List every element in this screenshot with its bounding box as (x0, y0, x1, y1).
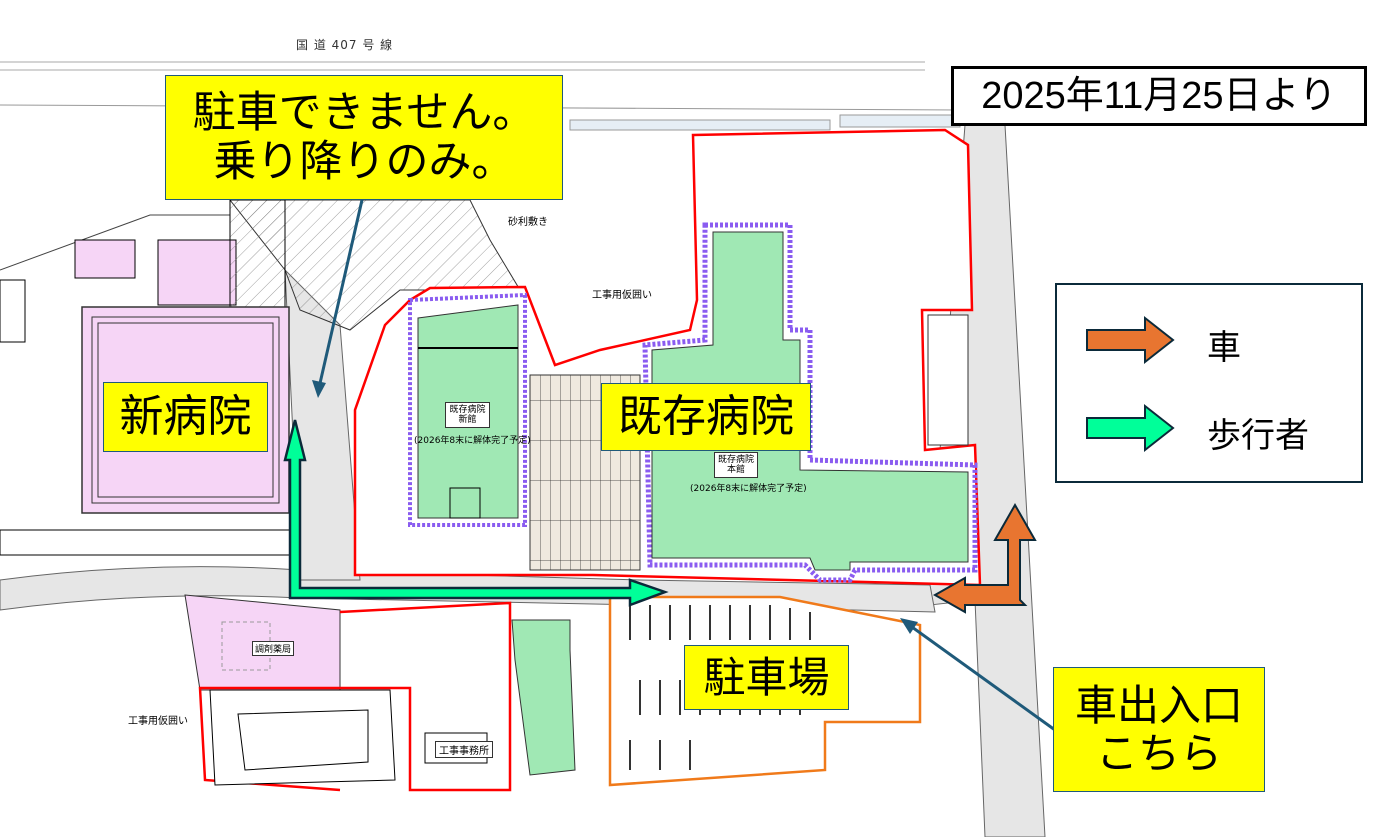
green-arrow-icon (1086, 403, 1175, 453)
legend-car-label: 車 (1207, 328, 1241, 368)
parking-text: 駐車場 (703, 652, 830, 702)
gravel-area (228, 199, 521, 331)
road-name: 国 道 407 号 線 (296, 38, 394, 52)
pedestrian-route-arrow (283, 419, 669, 607)
main-name-1: 既存病院 (717, 454, 754, 465)
new-hospital-label: 新病院 (103, 382, 268, 452)
green-area (511, 619, 576, 776)
callout-pointer (316, 199, 364, 393)
annex-name-2: 新館 (458, 415, 477, 425)
temp-fence-note-1: 工事用仮囲い (592, 290, 652, 301)
new-hospital-text: 新病院 (119, 391, 252, 443)
legend-pedestrian-label: 歩行者 (1207, 416, 1309, 456)
main-label-box: 既存病院 本館 (714, 452, 758, 478)
date-banner-text: 2025年11月25日より (981, 74, 1337, 117)
pharmacy-label: 調剤薬局 (252, 641, 295, 656)
annex-demolition-note: (2026年8末に解体完了予定) (414, 436, 531, 446)
legend: 車 歩行者 (1055, 283, 1363, 483)
annex-label-box: 既存病院 新館 (445, 402, 490, 428)
entrance-line1: 車出入口 (1074, 681, 1243, 731)
main-name-2: 本館 (726, 465, 745, 475)
no-parking-line2: 乗り降りのみ。 (213, 136, 515, 187)
no-parking-callout: 駐車できません。 乗り降りのみ。 (165, 75, 563, 200)
no-parking-line1: 駐車できません。 (192, 88, 536, 139)
existing-hospital-text: 既存病院 (618, 391, 794, 443)
entrance-callout: 車出入口 こちら (1053, 667, 1265, 792)
entrance-pointer (904, 620, 1056, 732)
temp-fence-note-2: 工事用仮囲い (128, 716, 188, 727)
car-route-arrow (932, 502, 1037, 614)
orange-arrow-icon (1086, 315, 1175, 365)
entrance-line2: こちら (1095, 728, 1222, 778)
annex-name-1: 既存病院 (449, 404, 486, 415)
nw-buildings (0, 199, 286, 343)
parking-label: 駐車場 (684, 645, 849, 710)
main-demolition-note: (2026年8末に解体完了予定) (690, 484, 807, 494)
date-banner: 2025年11月25日より (951, 66, 1367, 126)
site-office-label: 工事事務所 (435, 741, 493, 758)
existing-hospital-label: 既存病院 (601, 383, 811, 451)
south-construction-fence (198, 601, 512, 792)
gravel-note: 砂利敷き (508, 217, 548, 228)
